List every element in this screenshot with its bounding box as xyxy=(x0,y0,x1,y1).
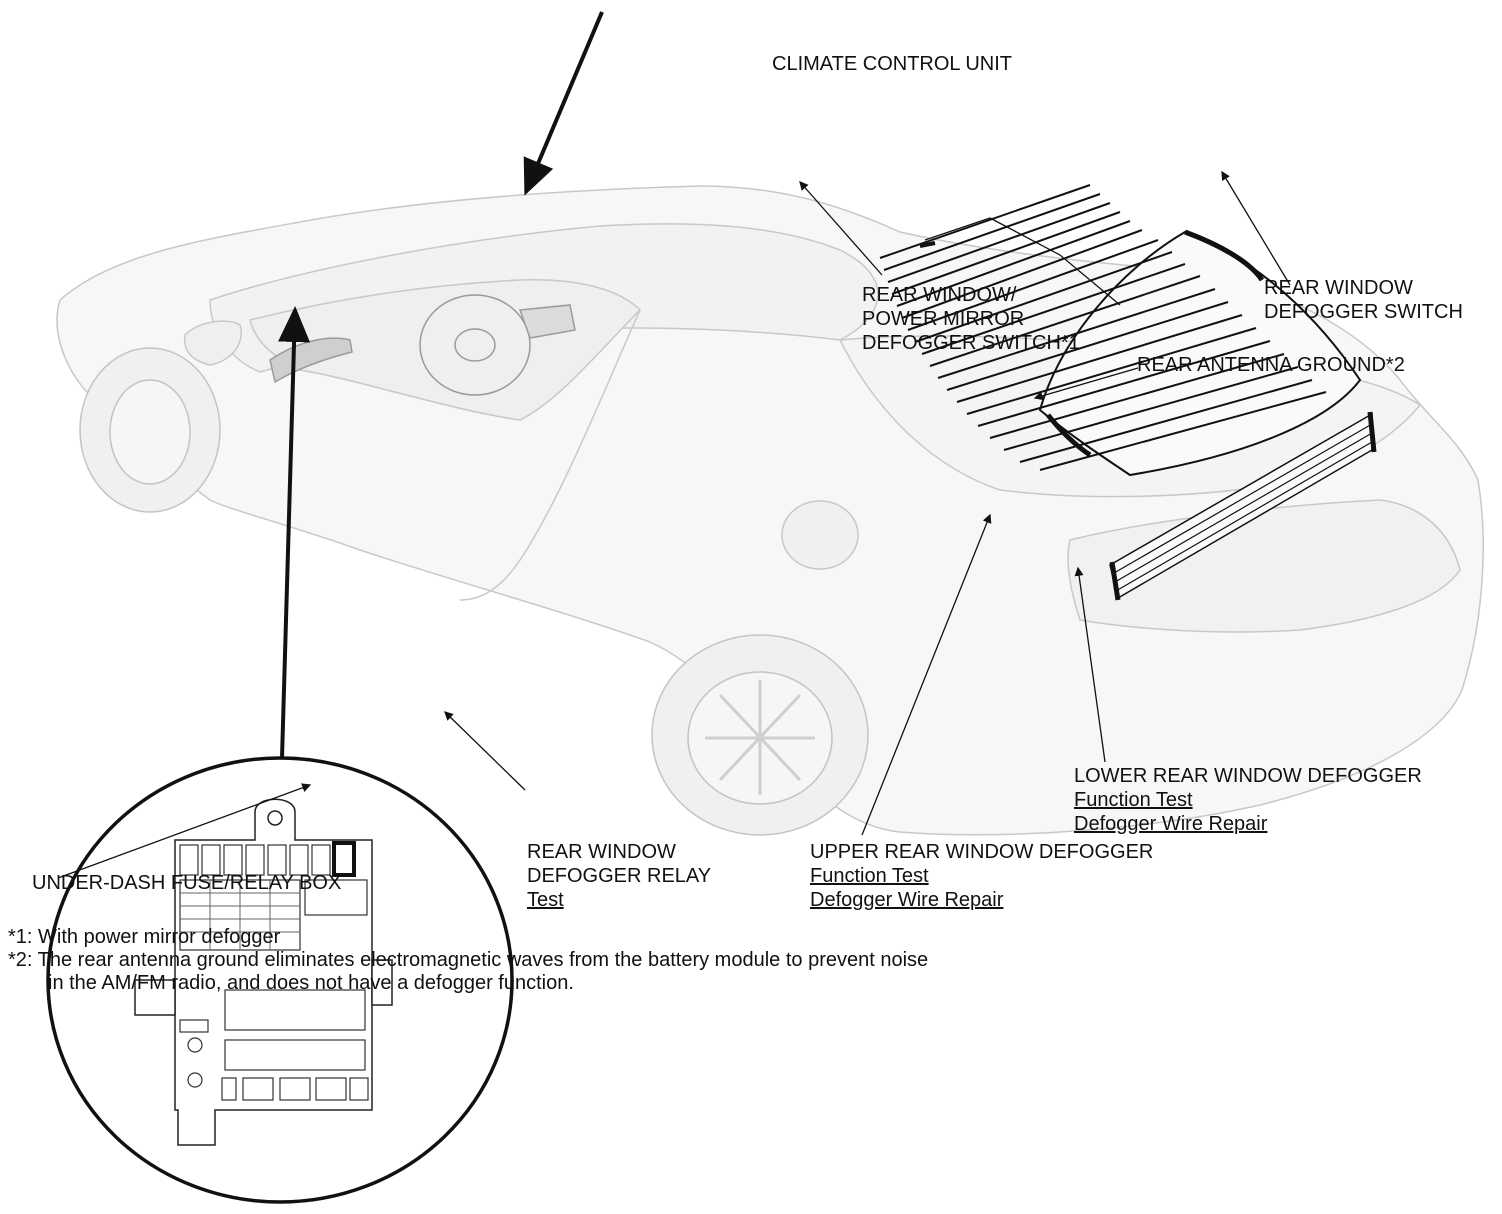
label-line: DEFOGGER SWITCH*1 xyxy=(862,332,1080,354)
label-title: LOWER REAR WINDOW DEFOGGER xyxy=(1074,765,1422,787)
lower-defogger-function-test-link[interactable]: Function Test xyxy=(1074,789,1193,811)
footnote-1: *1: With power mirror defogger xyxy=(8,926,281,948)
label-line: REAR WINDOW xyxy=(1264,277,1413,299)
under-dash-fuse-relay-box-label: UNDER-DASH FUSE/RELAY BOX xyxy=(32,872,342,894)
rear-window-power-mirror-switch-label: REAR WINDOW/ POWER MIRROR DEFOGGER SWITC… xyxy=(862,283,1080,355)
leader-lines xyxy=(57,11,1291,879)
rear-antenna-ground-label: REAR ANTENNA GROUND*2 xyxy=(1137,354,1405,376)
label-line: REAR WINDOW xyxy=(527,841,676,863)
upper-rear-window-defogger-label: UPPER REAR WINDOW DEFOGGER Function Test… xyxy=(810,840,1153,912)
lower-defogger-wire-repair-link[interactable]: Defogger Wire Repair xyxy=(1074,813,1268,835)
lower-defogger-grid xyxy=(1109,411,1377,601)
lower-rear-window-defogger-label: LOWER REAR WINDOW DEFOGGER Function Test… xyxy=(1074,764,1422,836)
wheels xyxy=(79,347,869,836)
rear-window-defogger-relay-label: REAR WINDOW DEFOGGER RELAY Test xyxy=(527,840,711,912)
interior xyxy=(269,294,576,396)
upper-defogger-grid xyxy=(879,184,1362,477)
climate-control-unit-label: CLIMATE CONTROL UNIT xyxy=(772,53,1013,75)
footnote-2-line-2: in the AM/FM radio, and does not have a … xyxy=(48,972,574,994)
upper-defogger-function-test-link[interactable]: Function Test xyxy=(810,865,929,887)
upper-defogger-wire-repair-link[interactable]: Defogger Wire Repair xyxy=(810,889,1004,911)
fuse-box-inset xyxy=(46,756,514,1204)
label-line: POWER MIRROR xyxy=(862,308,1025,330)
label-line: DEFOGGER RELAY xyxy=(527,865,712,887)
footnote-2-line-1: *2: The rear antenna ground eliminates e… xyxy=(8,949,929,971)
label-title: UPPER REAR WINDOW DEFOGGER xyxy=(810,841,1154,863)
defogger-relay-test-link[interactable]: Test xyxy=(527,889,564,911)
label-line: DEFOGGER SWITCH xyxy=(1264,301,1463,323)
label-line: REAR WINDOW/ xyxy=(862,284,1017,306)
rear-window-defogger-switch-label: REAR WINDOW DEFOGGER SWITCH xyxy=(1264,276,1463,324)
